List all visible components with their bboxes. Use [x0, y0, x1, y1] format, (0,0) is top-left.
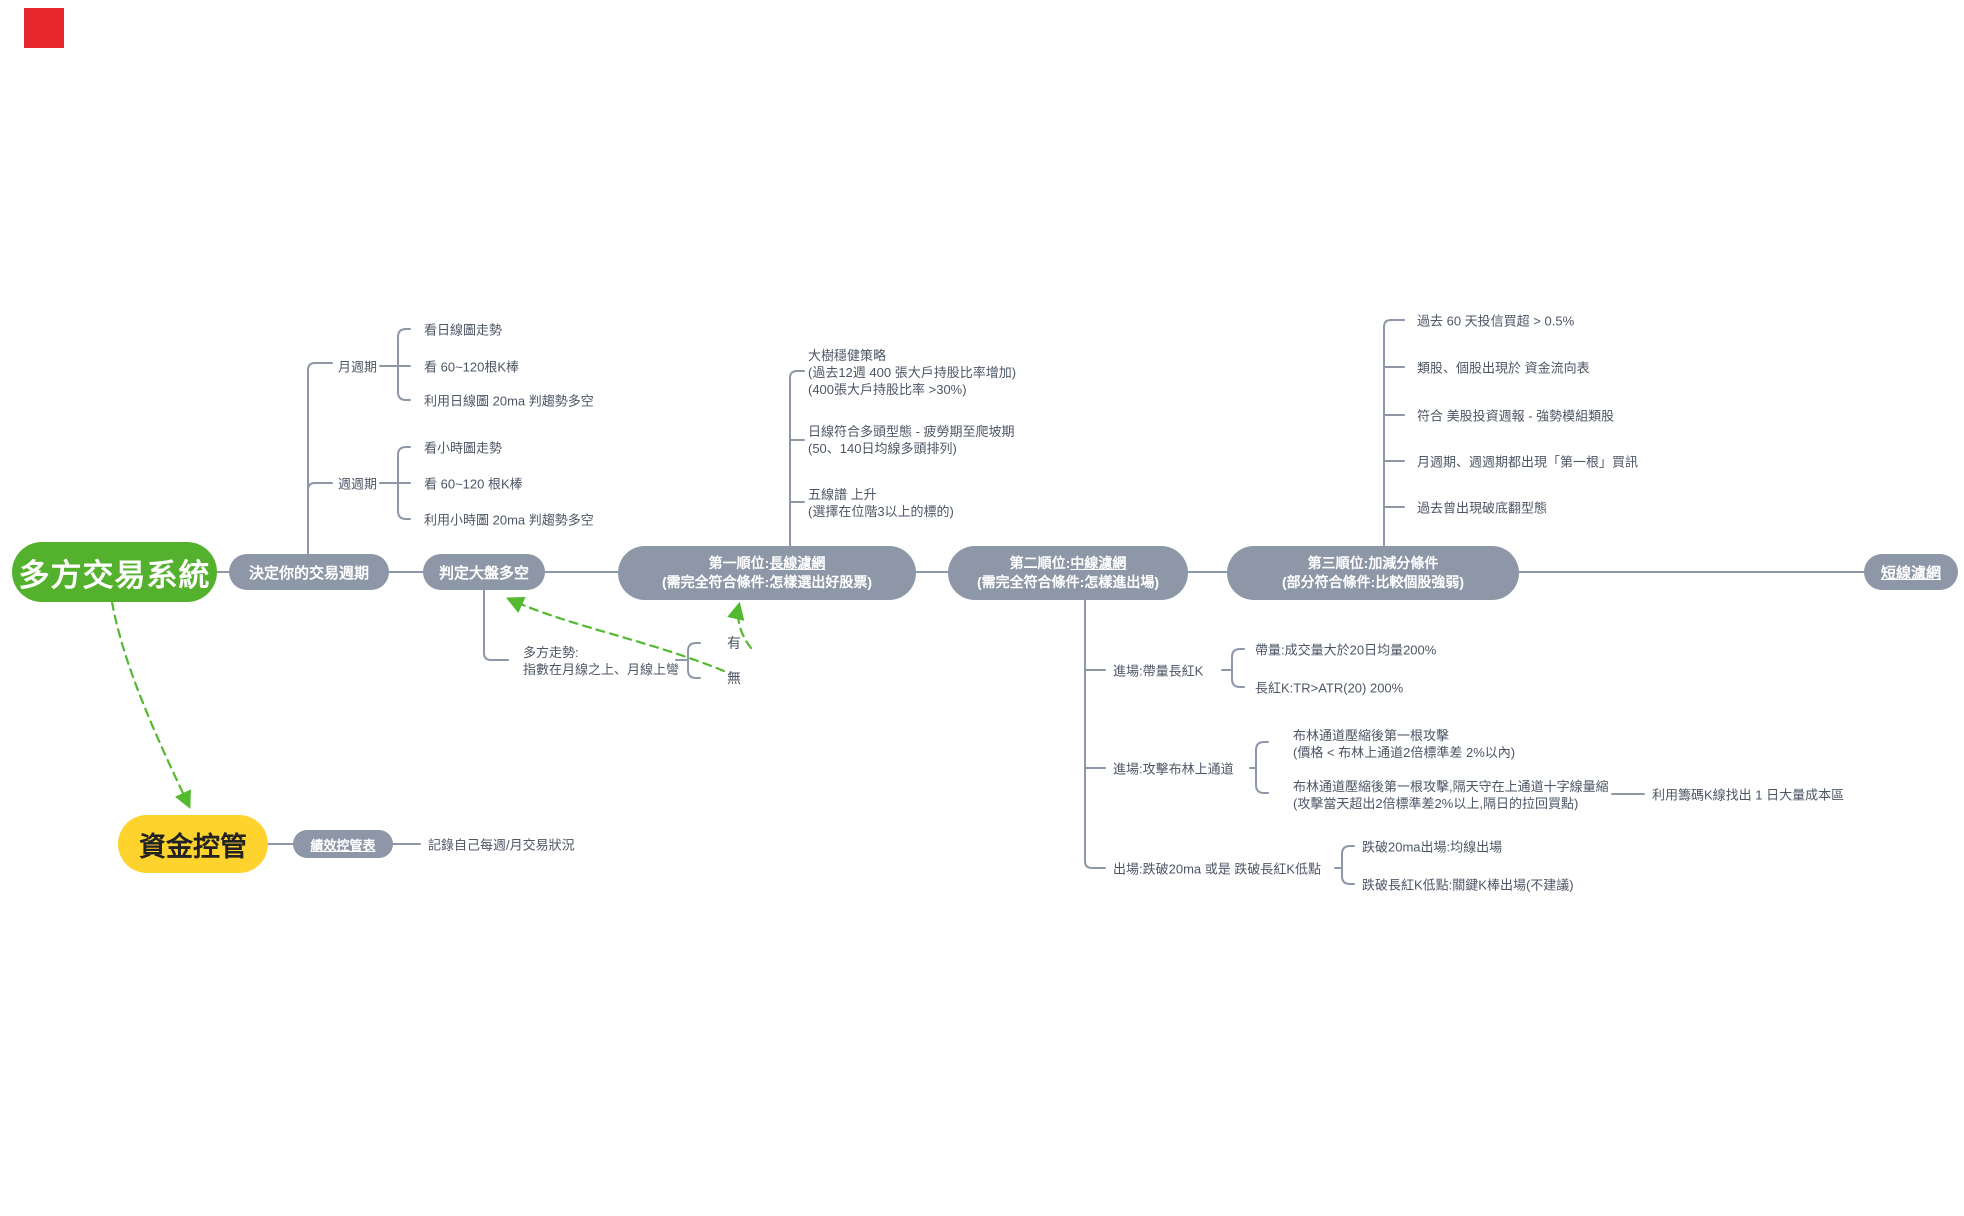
p2-entry1-item-2[interactable]: 長紅K:TR>ATR(20) 200%: [1255, 680, 1404, 696]
node-shortline-filter[interactable]: 短線濾網: [1864, 554, 1958, 590]
yesno-bracket: [675, 642, 701, 679]
p2-entry2-note[interactable]: 利用籌碼K線找出 1 日大量成本區: [1652, 787, 1845, 803]
p2-entry2-block2[interactable]: 布林通道壓縮後第一根攻擊,隔天守在上通道十字線量縮 (攻擊當天超出2倍標準差2%…: [1293, 778, 1609, 812]
node-performance-table[interactable]: 績效控管表: [293, 830, 393, 858]
p2-exit-label[interactable]: 出場:跌破20ma 或是 跌破長紅K低點: [1113, 861, 1322, 877]
p1-block1-line2: (過去12週 400 張大戶持股比率增加): [808, 365, 1017, 380]
p2-entry2-label[interactable]: 進場:攻擊布林上通道: [1113, 761, 1234, 777]
week-item-3[interactable]: 利用小時圖 20ma 判趨勢多空: [424, 512, 594, 528]
p1-block1-line1: 大樹穩健策略: [808, 348, 887, 363]
branch-month-cycle[interactable]: 月週期: [338, 359, 378, 375]
node-performance-table-label[interactable]: 績效控管表: [310, 837, 376, 853]
node-priority3-title: 第三順位:加減分條件: [1307, 555, 1439, 571]
priority1-prefix: 第一順位:: [708, 555, 770, 571]
trend-no-label[interactable]: 無: [727, 670, 741, 686]
priority2-link[interactable]: 中線濾網: [1070, 555, 1127, 571]
market-trend-line2: 指數在月線之上、月線上彎: [523, 662, 680, 677]
node-priority3[interactable]: 第三順位:加減分條件 (部分符合條件:比較個股強弱): [1227, 546, 1519, 600]
week-bracket: [379, 446, 411, 520]
p3-item-3[interactable]: 符合 美股投資週報 - 強勢模組類股: [1417, 408, 1615, 424]
p3-item-2[interactable]: 類股、個股出現於 資金流向表: [1417, 360, 1590, 376]
exit-bracket: [1334, 845, 1355, 885]
p1-tree-connector: [789, 370, 805, 547]
p2-exit-item-2[interactable]: 跌破長紅K低點:關鍵K棒出場(不建議): [1362, 877, 1574, 893]
red-marker: [24, 8, 64, 48]
p1-block1-line3: (400張大戶持股比率 >30%): [808, 382, 967, 397]
p1-block3-line1: 五線譜 上升: [808, 487, 877, 502]
node-priority2-title: 第二順位:中線濾網: [1010, 554, 1127, 573]
entry1-bracket: [1221, 648, 1245, 688]
month-item-3[interactable]: 利用日線圖 20ma 判趨勢多空: [424, 393, 594, 409]
p2-trunk-connector: [1084, 599, 1106, 869]
node-priority1[interactable]: 第一順位:長線濾網 (需完全符合條件:怎樣選出好股票): [618, 546, 916, 600]
arrow-yes-to-p1: [727, 601, 753, 650]
market-trend-block[interactable]: 多方走勢: 指數在月線之上、月線上彎: [523, 644, 679, 678]
node-judge-market-label: 判定大盤多空: [438, 564, 529, 582]
arrow-root-to-money: [110, 600, 191, 809]
market-child-connector: [483, 589, 509, 661]
node-trade-cycle[interactable]: 決定你的交易週期: [229, 554, 389, 590]
p3-item-5[interactable]: 過去曾出現破底翻型態: [1417, 500, 1548, 516]
month-item-1[interactable]: 看日線圖走勢: [424, 322, 503, 338]
p2-entry2-block2-line1: 布林通道壓縮後第一根攻擊,隔天守在上通道十字線量縮: [1293, 779, 1609, 794]
p1-block3-line2: (選擇在位階3以上的標的): [808, 504, 954, 519]
node-judge-market[interactable]: 判定大盤多空: [423, 554, 545, 590]
branch-week-cycle[interactable]: 週週期: [338, 476, 378, 492]
p1-block-daily-pattern[interactable]: 日線符合多頭型態 - 疲勞期至爬坡期 (50、140日均線多頭排列): [808, 423, 1015, 457]
p2-entry2-block1-line1: 布林通道壓縮後第一根攻擊: [1293, 728, 1450, 743]
p2-exit-item-1[interactable]: 跌破20ma出場:均線出場: [1362, 839, 1503, 855]
p2-entry2-block1-line2: (價格 < 布林上通道2倍標準差 2%以內): [1293, 745, 1516, 760]
entry2-bracket: [1249, 741, 1269, 794]
p3-tree-connector: [1383, 319, 1405, 547]
record-note[interactable]: 記錄自己每週/月交易狀況: [428, 837, 575, 853]
p2-entry1-item-1[interactable]: 帶量:成交量大於20日均量200%: [1255, 642, 1437, 658]
node-money-management[interactable]: 資金控管: [118, 815, 268, 873]
arrow-no-to-market: [505, 596, 726, 673]
node-priority2-subtitle: (需完全符合條件:怎樣進出場): [977, 574, 1159, 590]
p3-item-1[interactable]: 過去 60 天投信買超 > 0.5%: [1417, 313, 1575, 329]
month-item-2[interactable]: 看 60~120根K棒: [424, 359, 520, 375]
p1-block-five-line[interactable]: 五線譜 上升 (選擇在位階3以上的標的): [808, 486, 954, 520]
cycle-tree-connector: [307, 362, 333, 555]
p2-entry2-block2-line2: (攻擊當天超出2倍標準差2%以上,隔日的拉回買點): [1293, 796, 1579, 811]
root-topic[interactable]: 多方交易系統: [12, 542, 217, 602]
week-item-1[interactable]: 看小時圖走勢: [424, 440, 503, 456]
p1-block2-line1: 日線符合多頭型態 - 疲勞期至爬坡期: [808, 424, 1015, 439]
p1-block2-line2: (50、140日均線多頭排列): [808, 441, 957, 456]
week-item-2[interactable]: 看 60~120 根K棒: [424, 476, 523, 492]
priority1-link[interactable]: 長線濾網: [769, 555, 826, 571]
trend-yes-label[interactable]: 有: [727, 635, 741, 651]
p1-block-tree-strategy[interactable]: 大樹穩健策略 (過去12週 400 張大戶持股比率增加) (400張大戶持股比率…: [808, 347, 1016, 398]
node-priority2[interactable]: 第二順位:中線濾網 (需完全符合條件:怎樣進出場): [948, 546, 1188, 600]
p2-entry1-label[interactable]: 進場:帶量長紅K: [1113, 663, 1204, 679]
market-trend-line1: 多方走勢:: [523, 645, 579, 660]
p2-entry2-block1[interactable]: 布林通道壓縮後第一根攻擊 (價格 < 布林上通道2倍標準差 2%以內): [1293, 727, 1515, 761]
node-priority3-subtitle: (部分符合條件:比較個股強弱): [1282, 574, 1464, 590]
node-priority1-subtitle: (需完全符合條件:怎樣選出好股票): [662, 574, 872, 590]
node-money-management-label: 資金控管: [139, 831, 247, 862]
node-trade-cycle-label: 決定你的交易週期: [248, 564, 369, 582]
priority2-prefix: 第二順位:: [1009, 555, 1071, 571]
root-topic-label: 多方交易系統: [18, 557, 211, 593]
node-priority1-title: 第一順位:長線濾網: [709, 554, 826, 573]
p3-item-4[interactable]: 月週期、週週期都出現「第一根」買訊: [1417, 454, 1639, 470]
month-bracket: [379, 328, 411, 401]
node-shortline-filter-label[interactable]: 短線濾網: [1880, 564, 1941, 582]
